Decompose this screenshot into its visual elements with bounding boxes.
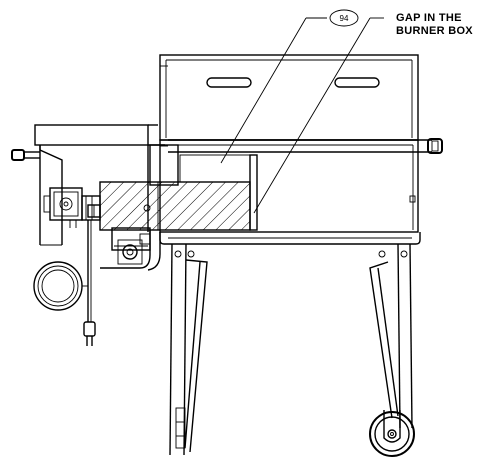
part-number-label: 94: [340, 14, 349, 23]
gap-note-line-1: GAP IN THE: [396, 12, 462, 24]
lid-handle-bar: [160, 138, 443, 154]
callout-94: 94: [220, 9, 359, 164]
base-rail: [159, 232, 421, 245]
lid-vent-slot-right: [334, 77, 380, 88]
caster-wheel: [369, 410, 415, 457]
controller-assembly: [43, 187, 101, 228]
right-leg: [369, 243, 413, 429]
gap-callout: GAP IN THE BURNER BOX: [253, 12, 473, 214]
burner-box: [87, 154, 258, 231]
auger-motor: [111, 227, 151, 265]
hopper-handle: [11, 149, 40, 161]
power-cord: [33, 220, 96, 346]
gap-note-line-2: BURNER BOX: [396, 25, 473, 37]
grill-lid: [159, 54, 419, 141]
lid-vent-slot-left: [206, 77, 252, 88]
left-leg: [169, 243, 208, 456]
